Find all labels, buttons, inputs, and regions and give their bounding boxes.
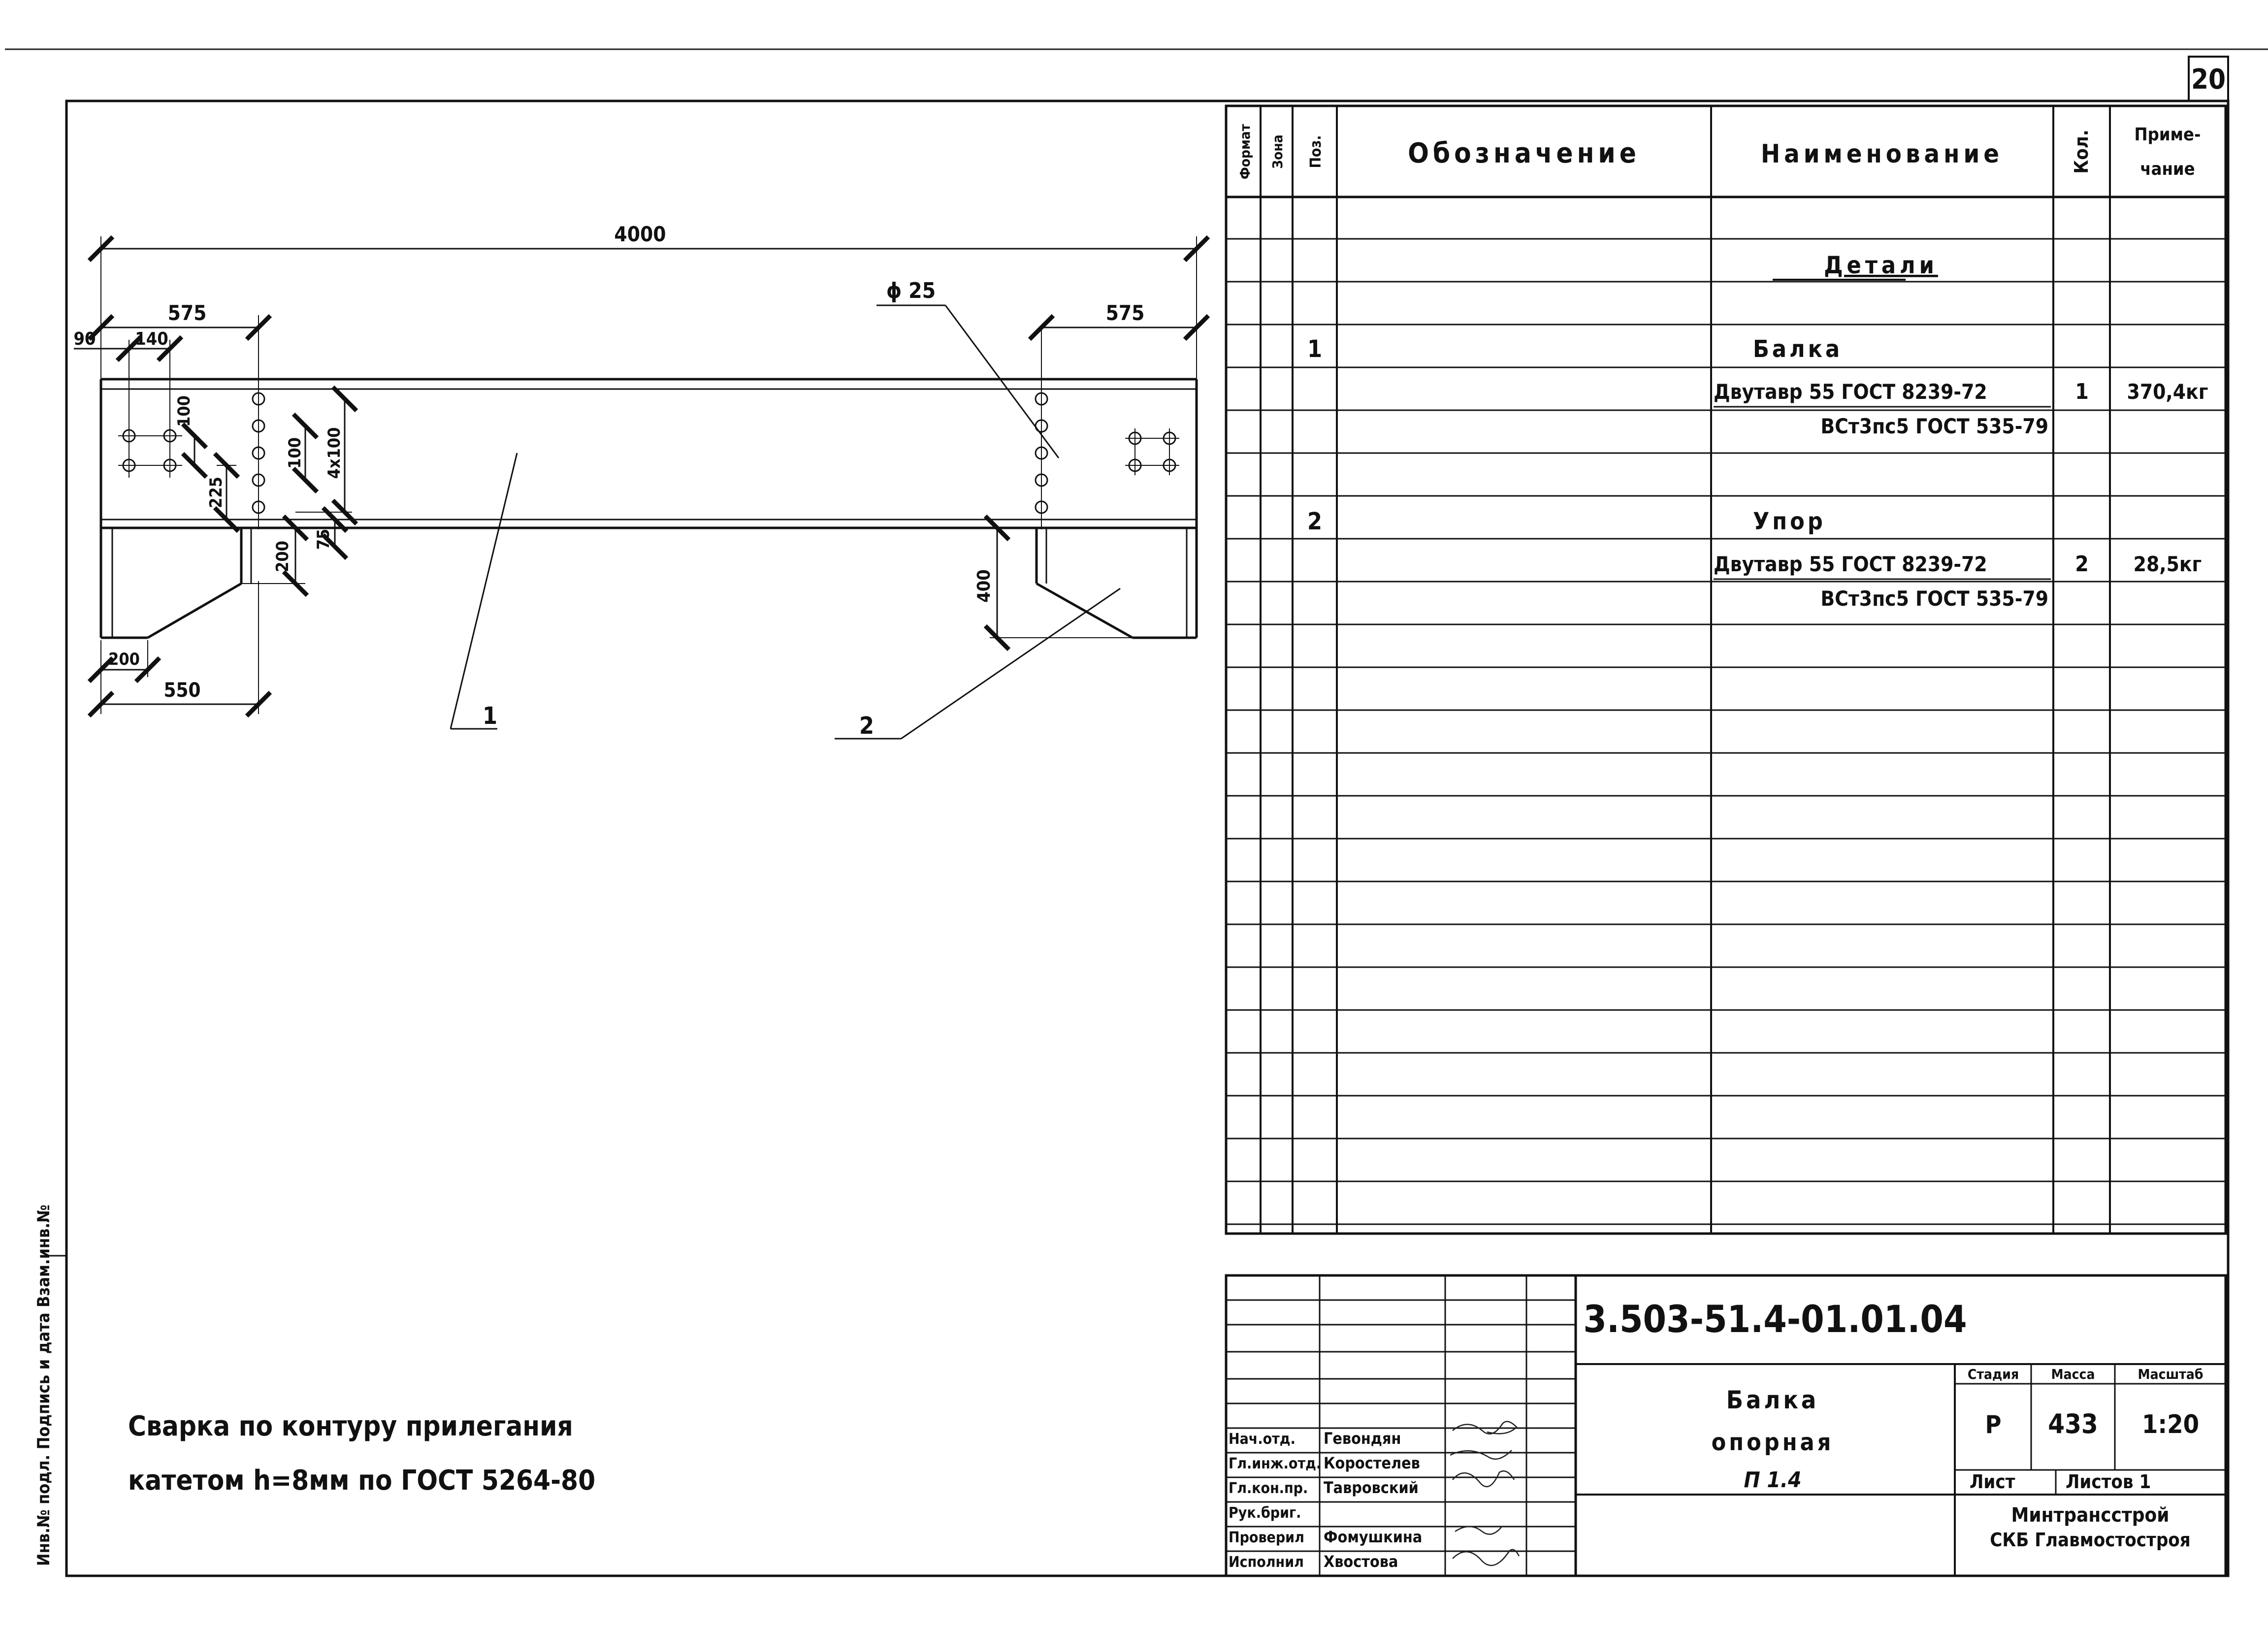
dim-4x100: 4x100 xyxy=(324,427,344,479)
spec-table-rows xyxy=(1226,238,2226,1225)
scale-value: 1:20 xyxy=(2142,1410,2199,1439)
role-label: Проверил xyxy=(1229,1529,1304,1546)
item1-qty: 1 xyxy=(2075,379,2089,404)
sheet-label: Лист xyxy=(1970,1471,2015,1493)
weld-note-line1: Сварка по контуру прилегания xyxy=(128,1410,573,1442)
dim-575-left: 575 xyxy=(168,301,207,325)
item2-line1: Двутавр 55 ГОСТ 8239-72 xyxy=(1714,552,1987,576)
dim-total: 4000 xyxy=(614,222,666,246)
dim-200-vertical: 200 xyxy=(273,541,292,572)
sheets-label: Листов 1 xyxy=(2066,1471,2151,1493)
header-note-2: чание xyxy=(2140,159,2195,179)
sheet-frame xyxy=(65,99,2230,1577)
item2-pos: 2 xyxy=(1307,508,1322,535)
dim-75: 75 xyxy=(314,529,333,550)
title-block-grid xyxy=(1225,1274,2227,1577)
weld-note-line2: катетом h=8мм по ГОСТ 5264-80 xyxy=(128,1465,595,1497)
mass-label: Масса xyxy=(2051,1366,2095,1382)
item1-note: 370,4кг xyxy=(2127,380,2208,404)
stage-label: Стадия xyxy=(1968,1366,2019,1382)
dim-140: 140 xyxy=(135,329,168,349)
position-2-label: 2 xyxy=(859,712,874,740)
section-details-title: Детали xyxy=(1824,252,1938,279)
dim-550: 550 xyxy=(163,679,200,702)
dim-575-right: 575 xyxy=(1106,301,1145,325)
item2-qty: 2 xyxy=(2075,552,2089,577)
name-line2: опорная xyxy=(1712,1429,1834,1456)
beam-drawing xyxy=(74,235,1210,740)
role-name: Фомушкина xyxy=(1324,1528,1422,1546)
header-designation: Обозначение xyxy=(1408,137,1640,169)
role-label: Исполнил xyxy=(1229,1554,1304,1571)
spec-table-grid xyxy=(1225,104,2227,1235)
role-label: Гл.инж.отд. xyxy=(1229,1455,1321,1472)
org-line2: СКБ Главмостостроя xyxy=(1990,1529,2191,1551)
item2-note: 28,5кг xyxy=(2134,552,2202,576)
item1-line1: Двутавр 55 ГОСТ 8239-72 xyxy=(1714,380,1987,404)
scale-label: Масштаб xyxy=(2138,1366,2203,1382)
stage-value: Р xyxy=(1985,1410,2002,1439)
role-name: Гевондян xyxy=(1324,1429,1401,1448)
role-label: Рук.бриг. xyxy=(1229,1504,1301,1522)
position-1-label: 1 xyxy=(483,702,497,730)
item1-title: Балка xyxy=(1753,335,1843,363)
sheet-number: 20 xyxy=(2191,64,2226,96)
name-line1: Балка xyxy=(1726,1386,1819,1414)
role-name: Тавровский xyxy=(1324,1478,1419,1497)
sheet-number-box xyxy=(2188,56,2229,102)
role-name: Коростелев xyxy=(1324,1454,1420,1472)
header-pos: Поз. xyxy=(1307,135,1325,168)
item2-line2: ВСт3пс5 ГОСТ 535-79 xyxy=(1820,586,2048,611)
role-name: Хвостова xyxy=(1324,1552,1398,1571)
org-line1: Минтрансстрой xyxy=(2011,1504,2170,1527)
role-label: Нач.отд. xyxy=(1229,1431,1296,1448)
side-stamp: Инв.№ подл. Подпись и дата Взам.инв.№ xyxy=(34,1205,54,1566)
dim-400: 400 xyxy=(974,569,994,603)
dim-100-col: 100 xyxy=(285,437,305,469)
mass-value: 433 xyxy=(2048,1408,2098,1439)
title-block-rows xyxy=(1226,1299,1576,1552)
dim-100-left: 100 xyxy=(174,395,194,427)
item1-line2: ВСт3пс5 ГОСТ 535-79 xyxy=(1820,414,2048,438)
title-block-roles: Нач.отд. ГевондянГл.инж.отд.КоростелевГл.… xyxy=(1229,1429,1422,1571)
header-qty: Кол. xyxy=(2071,130,2092,173)
item1-pos: 1 xyxy=(1307,335,1322,363)
doc-code: 3.503-51.4-01.01.04 xyxy=(1583,1297,1967,1341)
name-line3: П 1.4 xyxy=(1744,1467,1801,1493)
item2-title: Упор xyxy=(1753,508,1826,535)
dim-200-horizontal: 200 xyxy=(108,650,140,669)
header-format: Формат xyxy=(1237,124,1253,179)
signatures xyxy=(1450,1421,1520,1566)
header-note-1: Приме- xyxy=(2135,125,2201,145)
role-label: Гл.кон.пр. xyxy=(1229,1480,1308,1497)
dim-90: 90 xyxy=(73,329,96,349)
header-name: Наименование xyxy=(1761,139,2003,169)
dim-225: 225 xyxy=(206,477,226,508)
header-zone: Зона xyxy=(1269,134,1286,169)
hole-diameter-label: ϕ 25 xyxy=(886,278,936,303)
